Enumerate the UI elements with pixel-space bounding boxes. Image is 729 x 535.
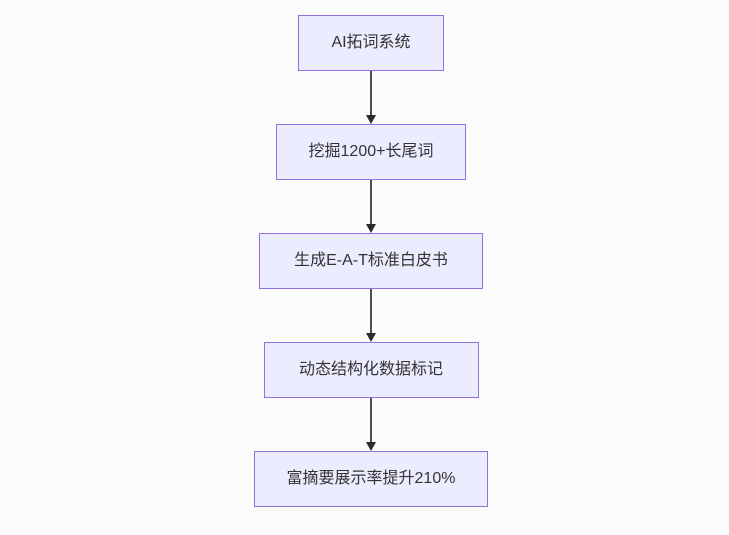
- arrowhead-icon: [366, 115, 376, 124]
- arrow-line: [370, 71, 372, 115]
- flow-arrow-2: [366, 180, 376, 233]
- flow-node-label: 挖掘1200+长尾词: [308, 143, 434, 160]
- flow-arrow-3: [366, 289, 376, 342]
- flow-node-structured-data-markup: 动态结构化数据标记: [263, 342, 479, 398]
- arrowhead-icon: [366, 333, 376, 342]
- arrow-line: [370, 180, 372, 224]
- arrowhead-icon: [366, 442, 376, 451]
- arrowhead-icon: [366, 224, 376, 233]
- flow-node-label: 生成E-A-T标准白皮书: [294, 252, 448, 269]
- flow-node-longtail-keywords: 挖掘1200+长尾词: [276, 124, 466, 180]
- flow-node-ai-keyword-system: AI拓词系统: [298, 15, 444, 71]
- flowchart: AI拓词系统 挖掘1200+长尾词 生成E-A-T标准白皮书 动态结构化数据标记…: [254, 15, 488, 507]
- flow-node-eat-whitepaper: 生成E-A-T标准白皮书: [259, 233, 483, 289]
- flow-node-label: 动态结构化数据标记: [298, 361, 443, 378]
- flow-arrow-1: [366, 71, 376, 124]
- arrow-line: [370, 289, 372, 333]
- arrow-line: [370, 398, 372, 442]
- flow-arrow-4: [366, 398, 376, 451]
- flow-node-rich-snippet-rate: 富摘要展示率提升210%: [254, 451, 488, 507]
- flow-node-label: AI拓词系统: [331, 34, 411, 51]
- flow-node-label: 富摘要展示率提升210%: [286, 470, 456, 487]
